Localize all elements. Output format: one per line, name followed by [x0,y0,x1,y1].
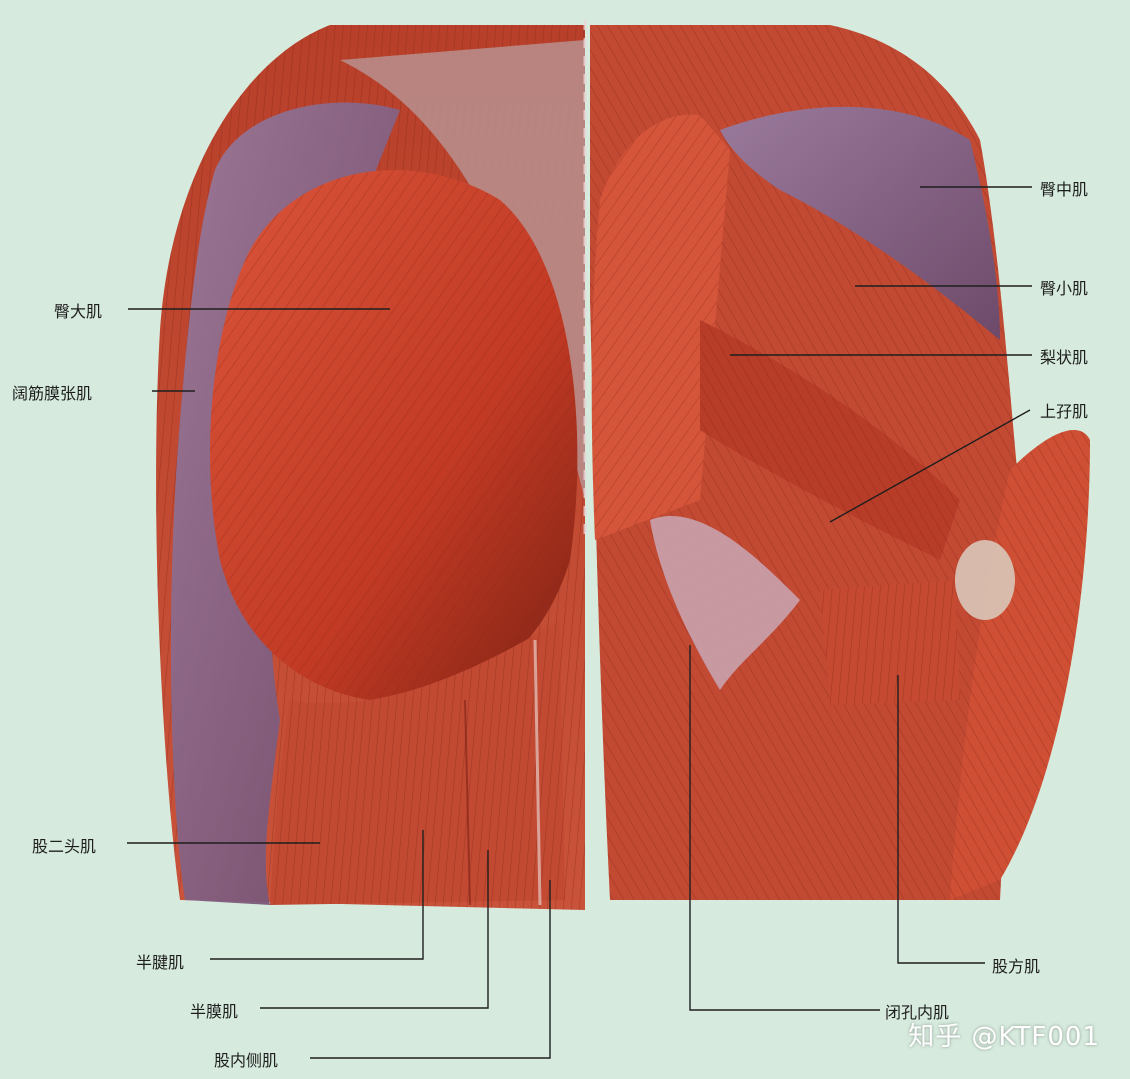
label-tensor-fasciae-latae: 阔筋膜张肌 [12,384,93,403]
label-quadratus-femoris: 股方肌 [992,957,1041,976]
leader-quadratus-femoris [897,675,985,964]
label-piriformis: 梨状肌 [1040,348,1089,367]
label-gluteus-maximus: 臀大肌 [54,302,103,321]
leader-semimembranosus [260,850,489,1009]
left-side-superficial [156,25,585,910]
label-obturator-internus: 闭孔内肌 [885,1003,950,1022]
leader-lines [127,186,1032,1059]
watermark: 知乎 @KTF001 [908,1022,1100,1052]
leader-superior-gemellus [829,409,1031,523]
label-biceps-femoris: 股二头肌 [32,837,97,856]
leader-obturator-internus [689,645,880,1011]
leader-vastus-medialis [310,880,551,1059]
label-gluteus-medius: 臀中肌 [1040,180,1089,199]
right-side-deep [590,25,1090,900]
label-gluteus-minimus: 臀小肌 [1040,279,1089,298]
label-semitendinosus: 半腱肌 [136,953,185,972]
label-vastus-medialis: 股内侧肌 [214,1051,279,1070]
label-superior-gemellus: 上孖肌 [1040,402,1089,421]
label-semimembranosus: 半膜肌 [190,1002,239,1021]
leader-semitendinosus [210,830,424,960]
